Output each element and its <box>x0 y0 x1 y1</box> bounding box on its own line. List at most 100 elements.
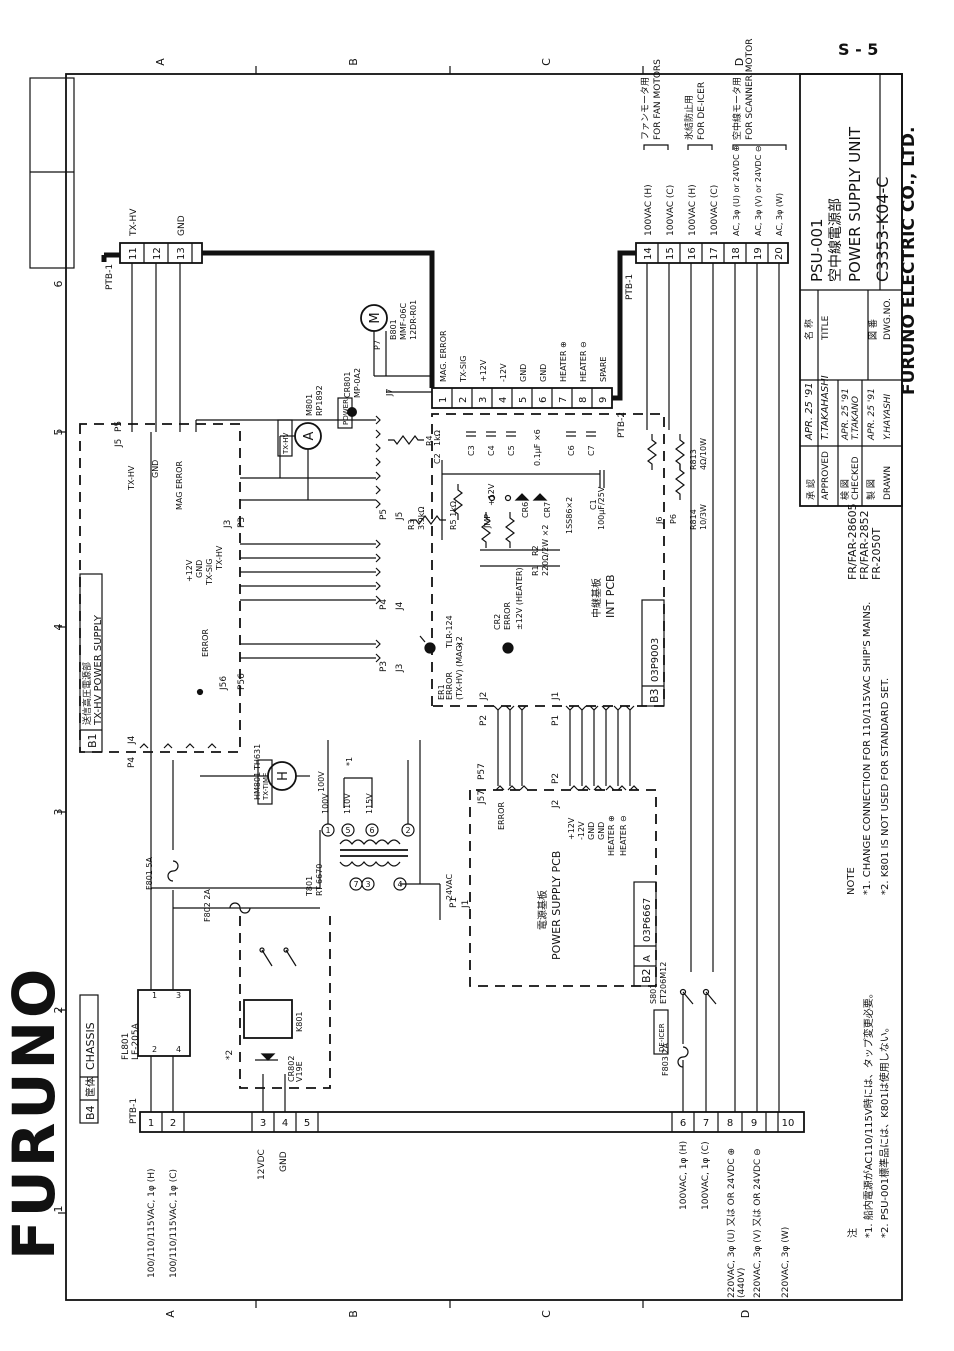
p2-b3-label: P2 <box>479 715 489 726</box>
k801-dashed-box <box>239 916 331 1089</box>
cr801-type: MP-0A2 <box>353 368 362 398</box>
term-9: 9 <box>751 1118 757 1129</box>
j4-b3-label: J4 <box>395 601 405 611</box>
j2-b2-label: J2 <box>551 800 561 809</box>
ptb2-term-8: 8 <box>578 397 589 403</box>
b2-j2-pin5: HEATER ⊕ <box>607 815 616 856</box>
term-10: 10 <box>782 1118 795 1129</box>
b3-jp: 中継基板 <box>590 578 603 618</box>
p56-label: P56 <box>237 673 247 690</box>
hm-tap-100v: 100V <box>317 771 326 792</box>
b1-jp: 送信高圧電源部 <box>81 662 93 725</box>
c7-label: C7 <box>587 445 596 456</box>
grid-col-5: 5 <box>52 429 65 436</box>
j3-b3-label: J3 <box>395 664 405 673</box>
drawn-label: DRAWN <box>883 466 893 500</box>
b2-j57-error: ERROR <box>497 802 506 830</box>
cr802-label: CR802 <box>287 1056 296 1082</box>
out-16: 100VAC (H) <box>688 184 698 236</box>
group-deicer-jp: 氷結防止用 <box>683 95 695 140</box>
ptb2-sig-2: TX-SIG <box>459 356 468 384</box>
tap-2: 2 <box>405 826 410 835</box>
title-en: POWER SUPPLY UNIT <box>846 126 864 282</box>
drawing-border <box>65 73 903 1301</box>
power-tag-label: POWER <box>342 399 350 425</box>
b1-p4-gnd: GND <box>195 560 204 578</box>
er1-led <box>419 635 436 654</box>
f802-fuse <box>229 902 251 914</box>
cr2-sub: ±12V (HEATER) <box>515 567 524 630</box>
tap-24vac: 24VAC <box>445 874 454 900</box>
in-voltage-note: (440V) <box>737 1268 747 1298</box>
f801-fuse <box>167 860 179 882</box>
k801-note: *2 <box>225 1050 235 1060</box>
tx-hv-tag <box>277 419 293 457</box>
term-19: 19 <box>753 247 764 260</box>
deicer-tag-label: DE-ICER <box>658 1023 666 1052</box>
in-6-label: 100VAC, 1φ (H) <box>679 1141 689 1210</box>
out-14: 100VAC (H) <box>644 184 654 236</box>
out-20: AC, 3φ (W) <box>775 193 784 236</box>
in-3-label: 12VDC <box>257 1149 267 1180</box>
r4-value: 1kΩ <box>433 430 442 446</box>
b3-box <box>431 413 665 707</box>
out-tx-hv: TX-HV <box>129 208 139 237</box>
term-5: 5 <box>304 1118 310 1129</box>
j7-label: J7 <box>385 389 394 397</box>
b3-resistors <box>388 435 560 567</box>
grid-ticks <box>58 66 644 1308</box>
capacitor-bank <box>441 431 605 540</box>
tap-6: 6 <box>369 826 374 835</box>
approved-date: APR. 25 '91 <box>804 382 815 441</box>
grid-row-c-bottom: C <box>540 1310 553 1318</box>
ptb2-sig-4: -12V <box>499 363 508 382</box>
b2-pin-markers <box>495 785 639 791</box>
jmp-label: JMP <box>483 514 492 529</box>
term-3: 3 <box>260 1118 266 1129</box>
b2-j2-pin4: GND <box>597 822 606 840</box>
checked-date: APR. 25 '91 <box>841 388 851 441</box>
fl801-type: LF-205A <box>131 1022 141 1060</box>
c2-label: C2 <box>433 453 442 464</box>
dwg-number: C3353-K04-C <box>873 177 892 282</box>
out-gnd: GND <box>177 215 187 236</box>
term-15: 15 <box>665 247 676 260</box>
j5-b3-label: J5 <box>395 512 405 521</box>
p5-label: P5 <box>379 509 389 520</box>
fan-wiring <box>279 331 432 500</box>
b1-b3-wires <box>195 419 376 659</box>
j3-b1-label: J3 <box>223 520 233 529</box>
model-1: FR/FAR-28605 <box>846 503 859 580</box>
svg-text:3: 3 <box>176 991 181 1000</box>
out-19: AC, 3φ (V) or 24VDC ⊖ <box>754 145 763 236</box>
grid-row-d-top: D <box>733 58 746 66</box>
b1-p4-12v: +12V <box>185 559 194 582</box>
f801-label: F801 5A <box>145 856 154 890</box>
title-label: TITLE <box>821 315 831 341</box>
page-number: S - 5 <box>838 40 878 59</box>
cr2-led <box>502 642 514 654</box>
term-12: 12 <box>152 247 163 260</box>
p6-label: P6 <box>669 514 678 524</box>
c-value: 0.1μF ×6 <box>533 429 542 466</box>
r813-label: R813 <box>689 449 698 470</box>
title-jp: 空中線電源部 <box>828 198 844 282</box>
term-14: 14 <box>643 247 654 260</box>
c5-label: C5 <box>507 445 516 456</box>
note-jp-2: *2. PSU-001標準品には、K801は使用しない。 <box>878 1022 891 1238</box>
group-deicer-en: FOR DE-ICER <box>697 82 707 140</box>
grid-col-6: 6 <box>52 281 65 288</box>
term-1: 1 <box>148 1118 154 1129</box>
b2-rev: A <box>642 955 653 962</box>
cr2-name: ERROR <box>503 602 512 630</box>
svg-text:4: 4 <box>176 1045 181 1054</box>
in-8-label: 220VAC, 3φ (U) 又は OR 24VDC ⊕ <box>726 1148 737 1298</box>
b4-en: CHASSIS <box>84 1022 97 1070</box>
r814-value: 10/3W <box>699 504 708 530</box>
tx-time-tag <box>257 759 273 805</box>
out-15: 100VAC (C) <box>666 185 676 236</box>
ptb2-term-5: 5 <box>518 397 529 403</box>
c3-label: C3 <box>467 445 476 456</box>
tap-115v: 115V <box>365 793 374 814</box>
m801-type: RP1892 <box>315 385 324 416</box>
